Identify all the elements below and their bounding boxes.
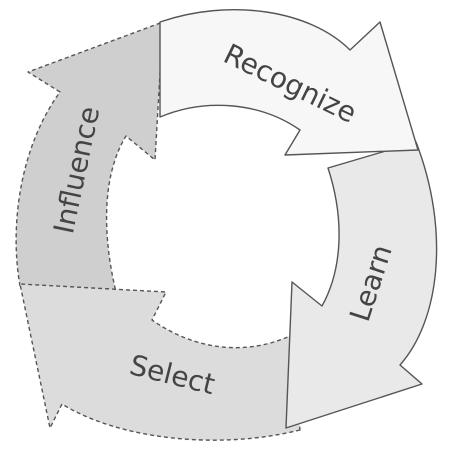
- influence-arrow: [15, 21, 164, 293]
- select-arrow: [19, 283, 301, 441]
- learn-arrow: [285, 141, 438, 429]
- recognize-arrow: [159, 9, 419, 156]
